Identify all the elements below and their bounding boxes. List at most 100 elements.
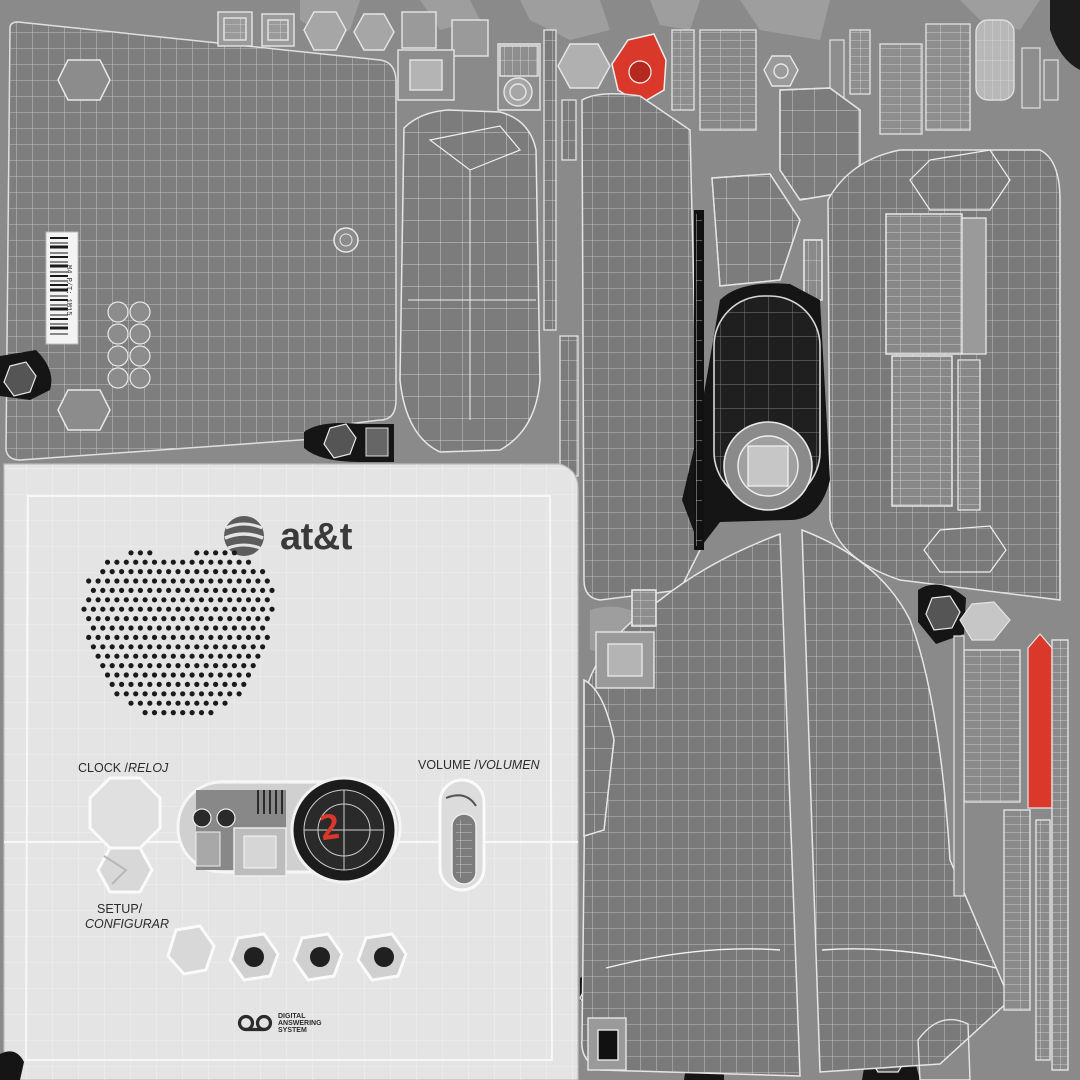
grille-dot [260, 644, 266, 650]
grille-dot [203, 569, 209, 575]
clock-button [88, 776, 162, 850]
grille-dot [208, 616, 214, 622]
grille-dot [133, 653, 139, 659]
grille-dot [250, 644, 256, 650]
grille-dot [119, 625, 125, 631]
grille-dot [217, 691, 223, 697]
volume-label-es: VOLUMEN [477, 758, 540, 772]
grille-dot [198, 616, 205, 622]
grille-dot [109, 606, 115, 612]
grille-dot [184, 663, 190, 669]
grille-dot [86, 616, 92, 622]
grille-dot [264, 597, 270, 603]
grille-dot [151, 672, 158, 678]
clock-label: CLOCK /RELOJ [78, 762, 168, 775]
grille-dot [208, 672, 214, 678]
grille-dot [194, 625, 200, 631]
grille-dot [128, 569, 134, 575]
handset-top-body [399, 109, 541, 453]
grille-dot [208, 578, 214, 584]
grille-dot [170, 597, 176, 603]
grille-dot [147, 700, 153, 706]
grille-dot [227, 578, 233, 584]
grille-dot [236, 616, 242, 622]
grille-dot [184, 681, 190, 688]
grille-dot [217, 578, 223, 584]
grille-dot [180, 616, 186, 622]
grille-dot [184, 625, 190, 631]
grille-dot [198, 672, 205, 678]
grille-dot [227, 634, 233, 641]
grille-dot [175, 587, 181, 594]
grille-dot [236, 597, 242, 603]
grille-dot [170, 616, 176, 622]
grille-dot [114, 653, 120, 659]
grille-dot [236, 672, 242, 678]
grille-dot [241, 625, 247, 631]
grille-dot [156, 681, 162, 688]
grille-dot [137, 550, 143, 556]
grille-dot [123, 559, 129, 565]
grille-dot [109, 644, 115, 650]
grille-dot [128, 606, 134, 612]
grille-dot [86, 597, 92, 603]
grille-dot [147, 644, 153, 650]
grille-dot [128, 681, 134, 688]
grille-dot [231, 625, 237, 631]
grille-dot [123, 634, 129, 641]
badge-line-2: ANSWERING [278, 1020, 322, 1027]
answering-system-badge: DIGITAL ANSWERING SYSTEM [278, 1013, 338, 1034]
grille-dot [189, 597, 195, 603]
grille-dot [166, 606, 172, 612]
grille-dot [198, 578, 205, 584]
grille-dot [133, 672, 139, 678]
grille-dot [189, 559, 195, 565]
grille-dot [119, 569, 125, 575]
grille-dot [104, 559, 111, 565]
grille-dot [137, 587, 143, 594]
grille-dot [217, 559, 223, 565]
grille-dot [194, 569, 200, 575]
grille-dot [95, 578, 101, 584]
grille-dot [203, 663, 209, 669]
grille-dot [250, 569, 256, 575]
grille-dot [208, 597, 214, 603]
grille-dot [213, 625, 219, 631]
grille-dot [198, 634, 205, 641]
grille-dot [222, 663, 228, 669]
grille-dot [170, 559, 176, 565]
grille-dot [245, 653, 252, 659]
grille-dot [231, 606, 237, 612]
grille-dot [166, 644, 172, 650]
grille-dot [203, 700, 209, 706]
grille-dot [170, 672, 176, 678]
grille-dot [166, 700, 172, 706]
grille-dot [203, 644, 209, 650]
barcode-sticker [45, 231, 79, 345]
grille-dot [133, 597, 139, 603]
grille-dot [241, 644, 247, 650]
grille-dot [194, 606, 200, 612]
grille-dot [250, 606, 256, 612]
grille-dot [203, 550, 209, 556]
grille-dot [142, 597, 148, 603]
grille-dot [260, 587, 266, 594]
grille-dot [250, 587, 256, 594]
grille-dot [133, 578, 139, 584]
volume-label-en: VOLUME / [418, 758, 478, 772]
grille-dot [151, 559, 158, 565]
grille-dot [151, 710, 158, 716]
grille-dot [194, 587, 200, 594]
grille-dot [175, 625, 181, 631]
grille-dot [203, 606, 209, 612]
grille-dot [128, 550, 134, 556]
grille-dot [161, 653, 167, 659]
grille-dot [245, 616, 252, 622]
grille-dot [260, 569, 266, 575]
grille-dot [227, 559, 233, 565]
grille-dot [213, 663, 219, 669]
grille-dot [161, 710, 167, 716]
grille-dot [128, 700, 134, 706]
grille-dot [142, 616, 148, 622]
grille-dot [194, 663, 200, 669]
